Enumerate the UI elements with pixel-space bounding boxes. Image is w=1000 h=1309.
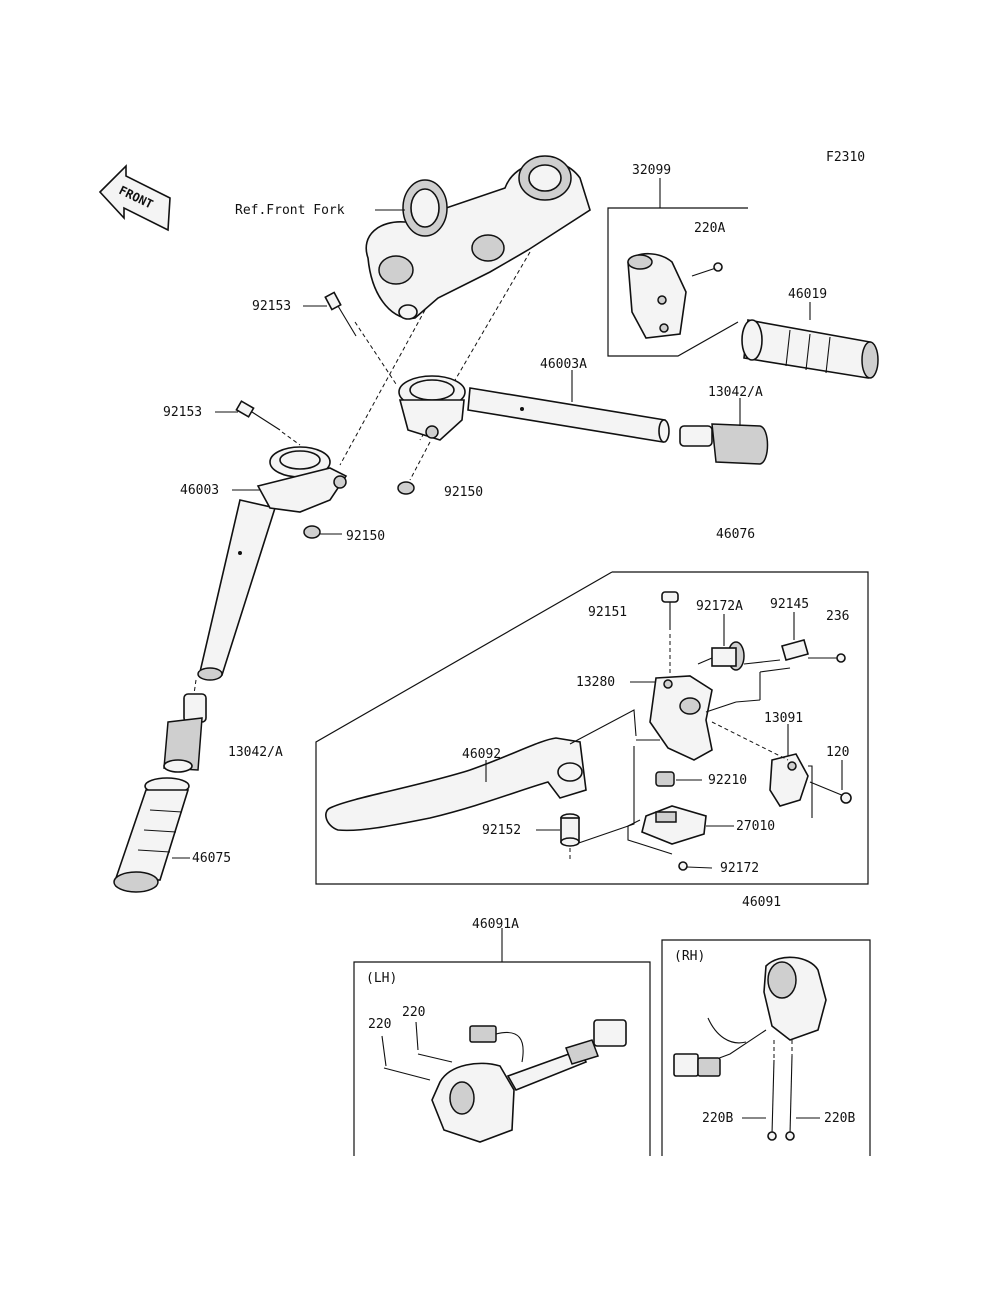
housing-13280	[649, 675, 713, 761]
callout-46091A: 46091A	[472, 917, 519, 932]
bolt-92153-upper	[324, 291, 357, 337]
callout-13280: 13280	[576, 675, 615, 690]
adjuster-92172A	[697, 641, 745, 671]
callout-92172A: 92172A	[696, 599, 743, 614]
clutch-assembly-box	[315, 571, 869, 885]
callout-46092: 46092	[462, 747, 501, 762]
pivot-bolt-92151	[661, 591, 679, 630]
callout-13042A-right: 13042/A	[708, 385, 763, 400]
callout-92153-upper: 92153	[252, 299, 291, 314]
nut-92150-mid	[397, 481, 415, 495]
callout-220A: 220A	[694, 221, 725, 236]
callout-92210: 92210	[708, 773, 747, 788]
rh-switch-assembly	[673, 956, 827, 1141]
callout-236: 236	[826, 609, 849, 624]
rh-label: (RH)	[674, 949, 705, 964]
screw-92172	[678, 861, 713, 871]
front-arrow-badge: FRONT	[98, 164, 171, 232]
handlebar-46003	[197, 446, 348, 681]
bolt-92153-left	[235, 400, 281, 431]
callout-220-a: 220	[368, 1017, 391, 1032]
callout-32099: 32099	[632, 163, 671, 178]
callout-13042A-left: 13042/A	[228, 745, 283, 760]
spring-92145	[781, 639, 809, 661]
rh-switch-box	[661, 939, 871, 1156]
lh-switch-box	[353, 961, 651, 1156]
screw-220A	[691, 262, 723, 277]
switch-27010	[641, 805, 707, 845]
callout-46003A: 46003A	[540, 357, 587, 372]
bar-end-weight-right	[679, 423, 769, 465]
callout-92151: 92151	[588, 605, 627, 620]
callout-92172: 92172	[720, 861, 759, 876]
lh-label: (LH)	[366, 971, 397, 986]
callout-13091: 13091	[764, 711, 803, 726]
collar-92152	[560, 813, 580, 847]
callout-220B-left: 220B	[702, 1111, 733, 1126]
callout-92153-left: 92153	[163, 405, 202, 420]
callout-92152: 92152	[482, 823, 521, 838]
lh-switch-assembly	[381, 1019, 627, 1143]
bar-end-weight-left	[163, 693, 207, 773]
callout-46003: 46003	[180, 483, 219, 498]
callout-46076: 46076	[716, 527, 755, 542]
callout-220-b: 220	[402, 1005, 425, 1020]
callout-120: 120	[826, 745, 849, 760]
callout-220B-right: 220B	[824, 1111, 855, 1126]
lever-46092	[325, 737, 587, 832]
grip-46075	[113, 777, 190, 893]
bolt-120	[809, 781, 852, 804]
grip-46019	[741, 319, 879, 379]
callout-46075: 46075	[192, 851, 231, 866]
nut-92210	[655, 771, 675, 787]
figure-code: F2310	[826, 150, 865, 165]
callout-46091: 46091	[742, 895, 781, 910]
throttle-housing	[627, 252, 687, 339]
handlebar-46003A	[398, 375, 670, 443]
callout-27010: 27010	[736, 819, 775, 834]
callout-92150-mid: 92150	[444, 485, 483, 500]
screw-236	[808, 653, 846, 663]
callout-92145: 92145	[770, 597, 809, 612]
top-triple-clamp	[365, 155, 591, 320]
nut-92150-left	[303, 525, 321, 539]
callout-46019: 46019	[788, 287, 827, 302]
clamp-13091	[769, 753, 809, 807]
callout-ref-front-fork: Ref.Front Fork	[235, 203, 345, 218]
callout-92150-left: 92150	[346, 529, 385, 544]
